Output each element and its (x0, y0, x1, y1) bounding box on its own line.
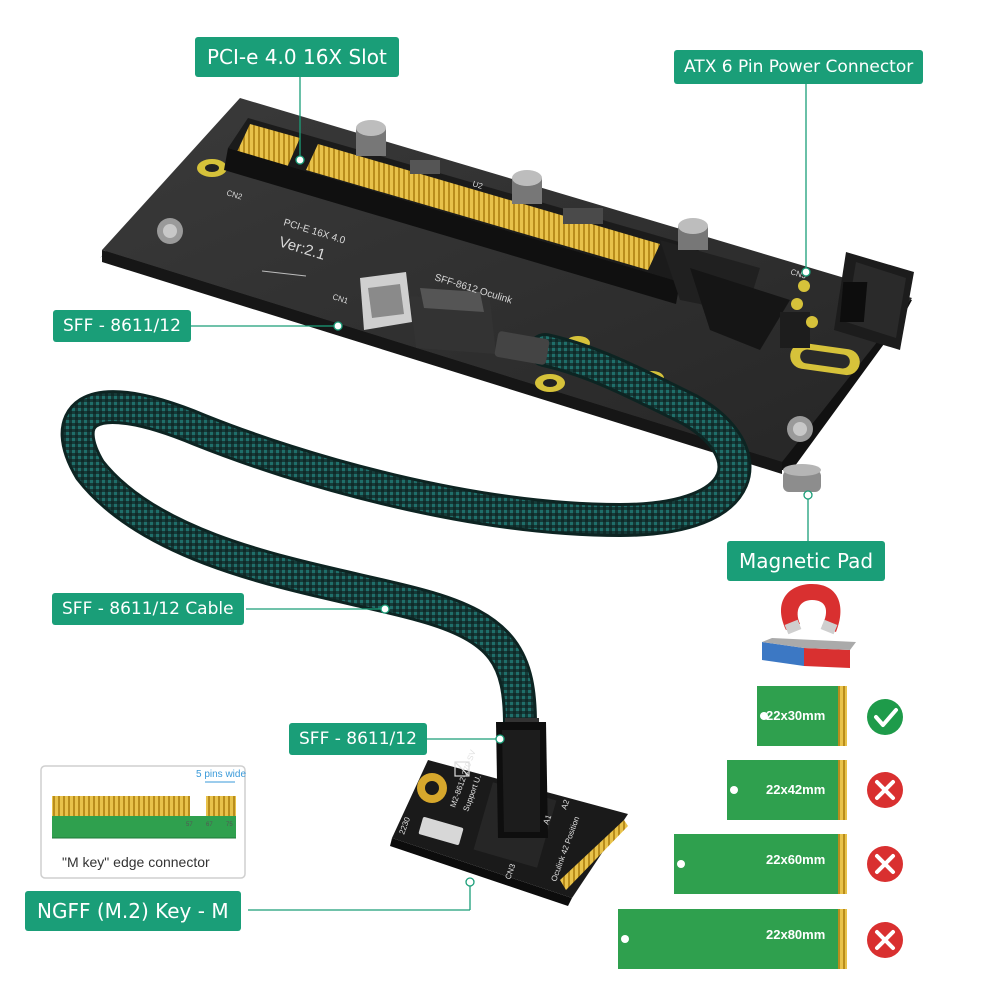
size-card-label: 22x80mm (766, 927, 825, 942)
m2-size-card: 22x42mm (727, 760, 847, 820)
ngff-label: NGFF (M.2) Key - M (25, 891, 241, 931)
sff-8611-cable (60, 331, 752, 742)
callout-lines (182, 76, 813, 911)
size-card-label: 22x30mm (766, 708, 825, 723)
sff-cable-label: SFF - 8611/12 Cable (52, 593, 244, 625)
pin-label: 75 (226, 822, 233, 828)
pcb-surface (102, 98, 912, 462)
capacitor (512, 170, 542, 204)
edge-connector-caption: "M key" edge connector (62, 854, 210, 870)
pin-label: 57 (186, 822, 193, 828)
sff-8612-oculink-port (360, 272, 496, 354)
capacitor (356, 120, 386, 156)
atx-power-connector (834, 252, 914, 350)
m2-size-card: 22x60mm (674, 834, 847, 894)
edge-connector-inset: 57 67 75 (40, 765, 246, 879)
magnet-icon (762, 584, 856, 668)
magnetic-pad (783, 470, 821, 492)
sff-bottom-label: SFF - 8611/12 (289, 723, 427, 755)
u2-silk: U2 (471, 179, 484, 191)
cross-icon (867, 922, 903, 958)
sff-top-label: SFF - 8611/12 (53, 310, 191, 342)
size-card-label: 22x42mm (766, 782, 825, 797)
pcie-slot-label: PCI-e 4.0 16X Slot (195, 37, 399, 77)
cross-icon (867, 846, 903, 882)
cross-icon (867, 772, 903, 808)
pins-wide-note: 5 pins wide (196, 769, 247, 780)
m2-a2-silk: A2 (559, 798, 571, 811)
m2-size-card: 22x30mm (757, 686, 847, 746)
m2-a1-silk: A1 (541, 813, 553, 826)
atx-power-label: ATX 6 Pin Power Connector (674, 50, 924, 84)
size-card-label: 22x60mm (766, 852, 825, 867)
check-icon (867, 699, 903, 735)
riser-board: PCI-E 16X 4.0 Ver:2.1 SFF-8612 Oculink C… (100, 98, 914, 492)
magnetic-pad-label: Magnetic Pad (727, 541, 886, 581)
pin-label: 67 (206, 822, 213, 828)
m2-size-card: 22x80mm (618, 909, 847, 969)
pcie-x16-slot (224, 118, 790, 350)
m2-adapter-card: M2-8612-270 SV Support U. 2230 Oculink 4… (390, 722, 628, 906)
capacitor (678, 218, 708, 250)
